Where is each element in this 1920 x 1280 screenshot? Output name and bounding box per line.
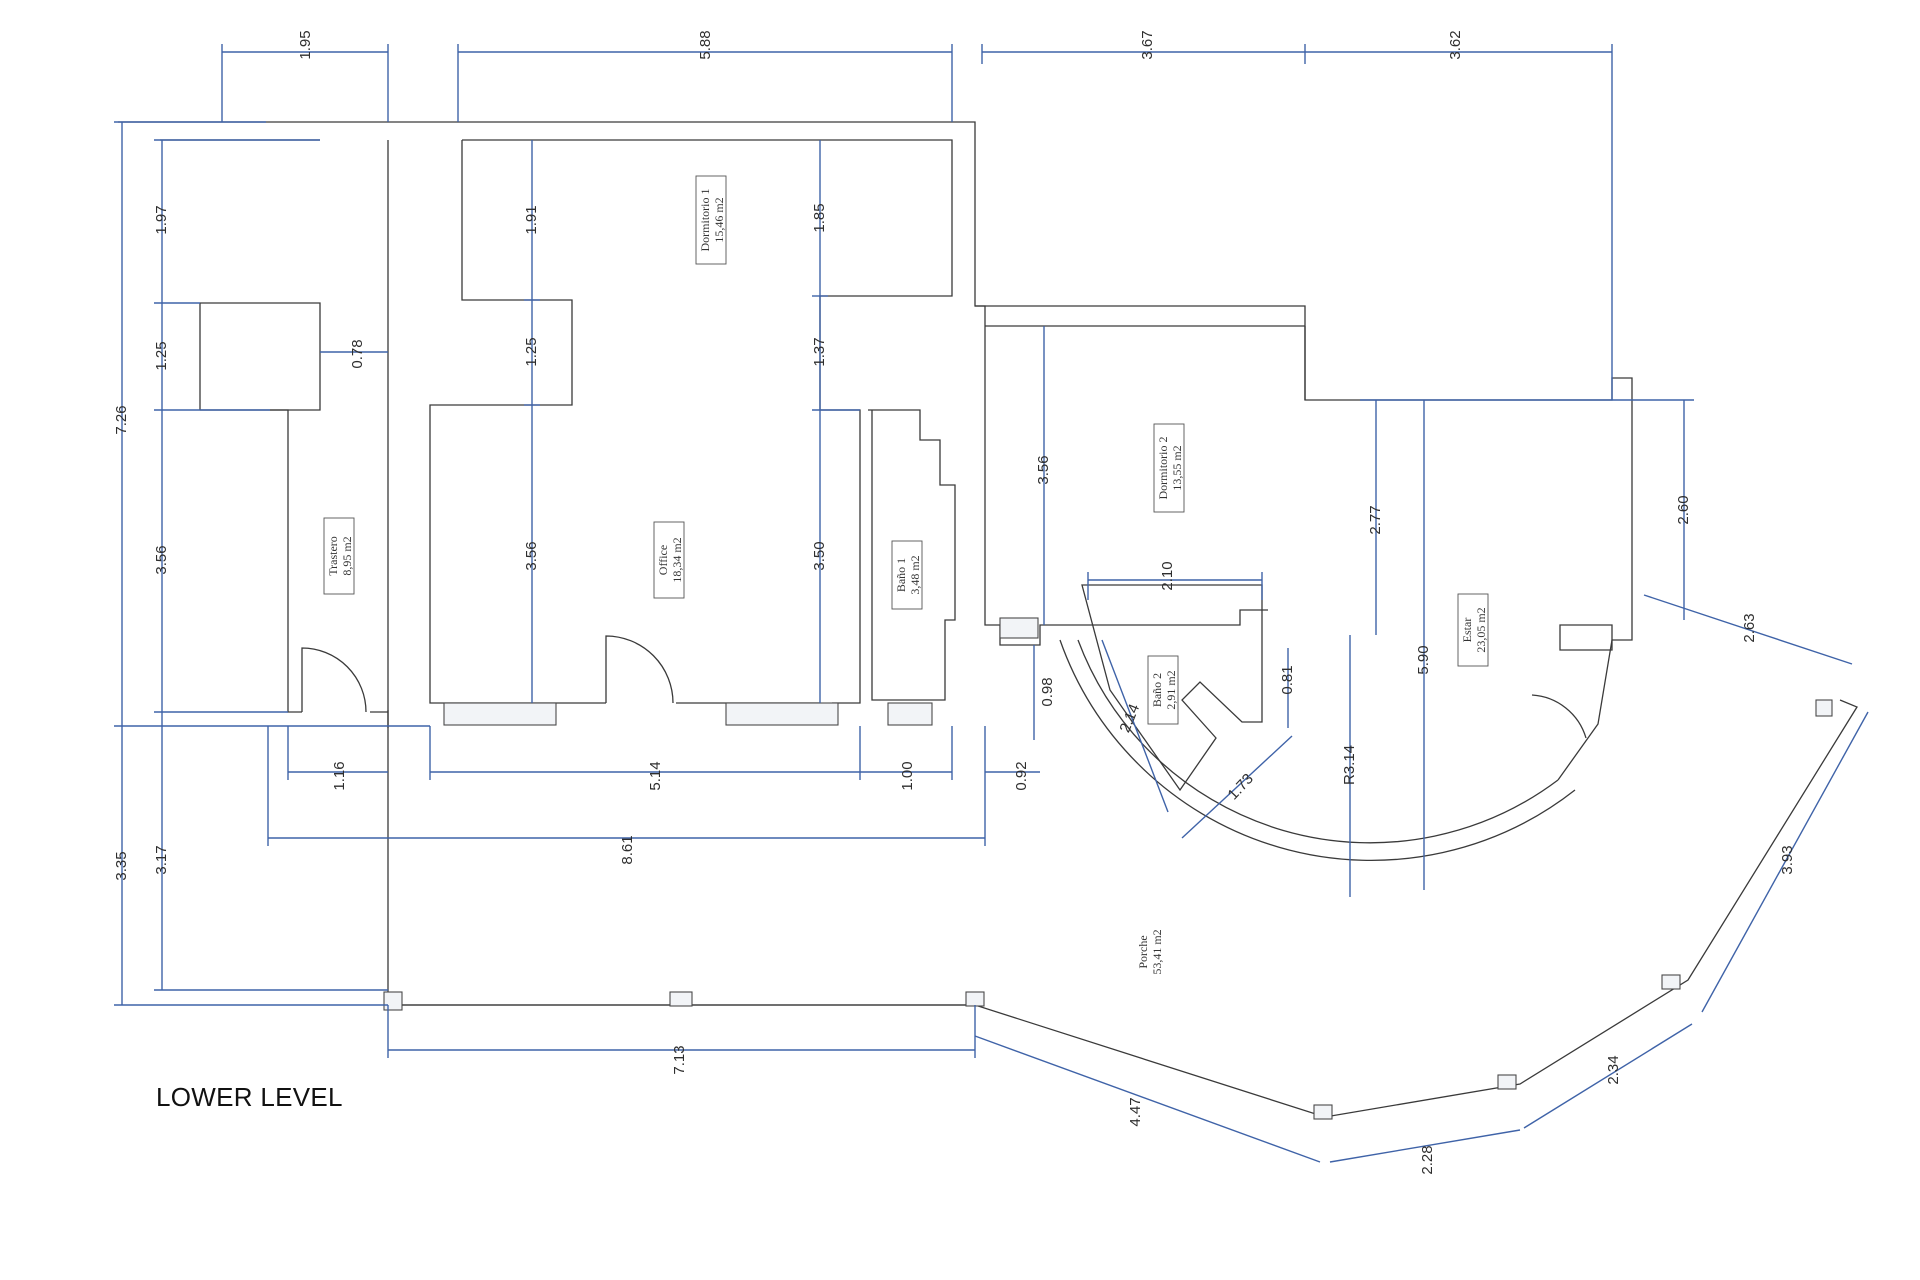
room-labels: Trastero 8,95 m2 Office 18,34 m2 Dormito…	[323, 175, 1489, 975]
room-estar: Estar 23,05 m2	[1457, 593, 1489, 667]
dim-width-861: 8.61	[619, 835, 636, 864]
dim-dorm1-185: 1.85	[811, 203, 828, 232]
room-name: Office	[656, 545, 670, 575]
dim-porch-228: 2.28	[1419, 1145, 1436, 1174]
dim-vert-098: 0.98	[1039, 677, 1056, 706]
room-dormitorio1: Dormitorio 1 15,46 m2	[695, 175, 727, 265]
dim-left-a: 1.97	[153, 205, 170, 234]
dim-bottom-116: 1.16	[331, 761, 348, 790]
dim-trastero-078: 0.78	[349, 339, 366, 368]
room-trastero: Trastero 8,95 m2	[323, 517, 355, 595]
dim-office-350: 3.50	[811, 541, 828, 570]
dim-left-total: 7.26	[113, 405, 130, 434]
room-name: Estar	[1460, 618, 1474, 643]
dimension-labels: 1.95 5.88 3.67 3.62 7.26 1.97 1.25 3.56 …	[113, 30, 1796, 1174]
room-area: 18,34 m2	[670, 537, 684, 582]
room-bano2: Baño 2 2,91 m2	[1147, 655, 1179, 725]
room-area: 53,41 m2	[1150, 929, 1164, 974]
dim-bottom-092: 0.92	[1013, 761, 1030, 790]
walls	[118, 121, 1858, 1118]
dim-dorm1-137: 1.37	[811, 337, 828, 366]
dim-left-d: 3.17	[153, 845, 170, 874]
dim-estar-260: 2.60	[1675, 495, 1692, 524]
dim-top-2: 5.88	[697, 30, 714, 59]
room-area: 23,05 m2	[1474, 607, 1488, 652]
room-area: 3,48 m2	[908, 555, 922, 594]
dim-left-b: 1.25	[153, 341, 170, 370]
windows	[383, 617, 1833, 1120]
level-label: LOWER LEVEL	[156, 1082, 343, 1112]
room-name: Dormitorio 2	[1156, 437, 1170, 500]
room-area: 15,46 m2	[712, 197, 726, 242]
dim-porch-234: 2.34	[1605, 1055, 1622, 1084]
dim-bano2-210: 2.10	[1159, 561, 1176, 590]
room-name: Baño 2	[1150, 673, 1164, 707]
room-office: Office 18,34 m2	[653, 521, 685, 599]
room-name: Baño 1	[894, 558, 908, 592]
dim-porch-393: 3.93	[1779, 845, 1796, 874]
dim-top-1: 1.95	[297, 30, 314, 59]
dimension-lines	[114, 44, 1869, 1163]
dim-radius: R3.14	[1341, 745, 1358, 785]
room-name: Porche	[1136, 935, 1150, 968]
dim-bano2-173: 1.73	[1225, 770, 1257, 803]
dim-dorm2-356: 3.56	[1035, 455, 1052, 484]
dim-top-3: 3.67	[1139, 30, 1156, 59]
dim-office-125: 1.25	[523, 337, 540, 366]
dim-left-c: 3.56	[153, 545, 170, 574]
dim-porch-263: 2.63	[1741, 613, 1758, 642]
dim-bottom-100: 1.00	[899, 761, 916, 790]
dim-office-191: 1.91	[523, 205, 540, 234]
dim-porch-447: 4.47	[1127, 1097, 1144, 1126]
dim-office-356: 3.56	[523, 541, 540, 570]
room-area: 8,95 m2	[340, 536, 354, 575]
room-porche: Porche 53,41 m2	[1136, 929, 1164, 974]
dim-estar-590: 5.90	[1415, 645, 1432, 674]
room-area: 13,55 m2	[1170, 445, 1184, 490]
room-name: Dormitorio 1	[698, 189, 712, 252]
dim-bottom-713: 7.13	[671, 1045, 688, 1074]
room-name: Trastero	[326, 536, 340, 576]
dim-bano2-081: 0.81	[1279, 665, 1296, 694]
room-dormitorio2: Dormitorio 2 13,55 m2	[1153, 423, 1185, 513]
dim-bano2-214: 2.14	[1116, 702, 1143, 735]
dim-top-4: 3.62	[1447, 30, 1464, 59]
dim-dorm2-277: 2.77	[1367, 505, 1384, 534]
dim-left-e: 3.35	[113, 851, 130, 880]
room-bano1: Baño 1 3,48 m2	[891, 540, 923, 610]
doors	[301, 635, 674, 713]
room-area: 2,91 m2	[1164, 670, 1178, 709]
dim-bottom-514: 5.14	[647, 761, 664, 790]
